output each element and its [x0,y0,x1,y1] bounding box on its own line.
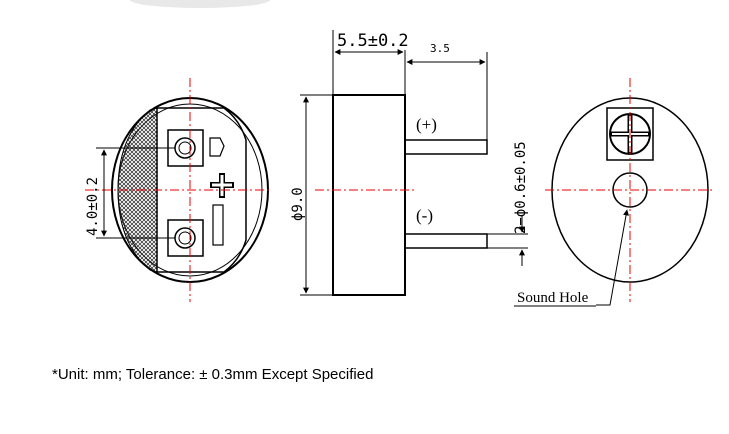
lead-dia-label: 2−ϕ0.6±0.05 [513,141,529,234]
pin-minus-hole [178,231,192,245]
lead-length-label: 3.5 [430,42,450,55]
sound-hole-leader [596,209,630,306]
lead-minus [404,233,488,249]
pin-minus [174,227,196,249]
trace-plus [209,137,225,157]
side-body [332,94,406,296]
unit-note: *Unit: mm; Tolerance: ± 0.3mm Except Spe… [52,366,374,383]
diameter-label: ϕ9.0 [290,187,306,221]
bottom-view: 4.0±0.2 [85,78,270,302]
sound-hole-label: Sound Hole [517,290,589,306]
pin-plus [174,137,196,159]
minus-label: (-) [416,206,433,225]
lead-plus [404,139,488,155]
pcb-outline [156,107,247,273]
top-shadow [130,0,270,8]
trace-minus [212,204,224,246]
pin-plus-hole [178,141,192,155]
side-view: (+) (-) ϕ9.0 5.5±0.2 3.5 2−ϕ0.6±0.05 [290,30,529,296]
top-view: Sound Hole [514,78,715,307]
lead-spacing-label: 4.0±0.2 [85,177,101,236]
plus-label: (+) [416,115,437,134]
height-label: 5.5±0.2 [337,31,409,51]
plus-mark-inner [212,175,232,196]
